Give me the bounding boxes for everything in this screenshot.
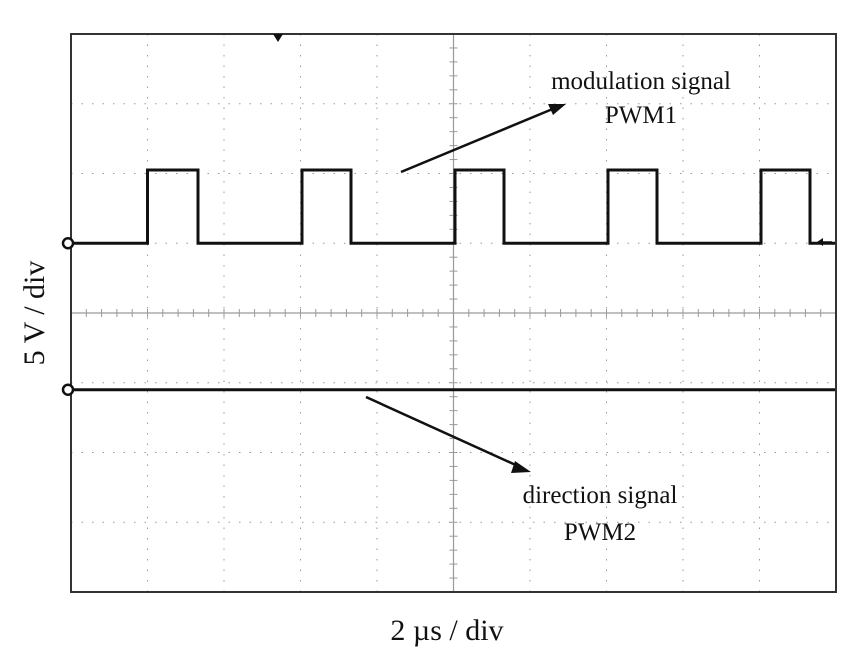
arrow-pwm1 — [400, 106, 556, 174]
trigger-level-arrowhead — [817, 238, 823, 246]
annotation-pwm2-line2: PWM2 — [564, 519, 636, 546]
x-axis-label: 2 µs / div — [390, 614, 503, 647]
arrow-pwm2 — [365, 395, 521, 469]
trigger-position-marker — [273, 34, 283, 42]
channel-markers — [61, 34, 832, 396]
traces — [71, 168, 836, 392]
annotation-pwm1-line2: PWM1 — [605, 102, 677, 129]
annotation-pwm2: direction signal PWM2 — [523, 482, 678, 546]
channel-2-ground-marker — [61, 383, 75, 396]
plot-frame — [70, 33, 837, 593]
series-pwm1-trace — [71, 168, 836, 245]
annotation-pwm1: modulation signal PWM1 — [551, 68, 731, 129]
annotation-arrows — [365, 104, 566, 473]
channel-1-ground-marker — [61, 237, 75, 250]
annotation-pwm1-line1: modulation signal — [551, 68, 731, 95]
annotation-pwm2-line1: direction signal — [523, 482, 678, 509]
arrowhead-pwm2 — [511, 461, 531, 473]
arrowhead-pwm1 — [548, 104, 566, 115]
y-axis-label: 5 V / div — [18, 261, 51, 366]
